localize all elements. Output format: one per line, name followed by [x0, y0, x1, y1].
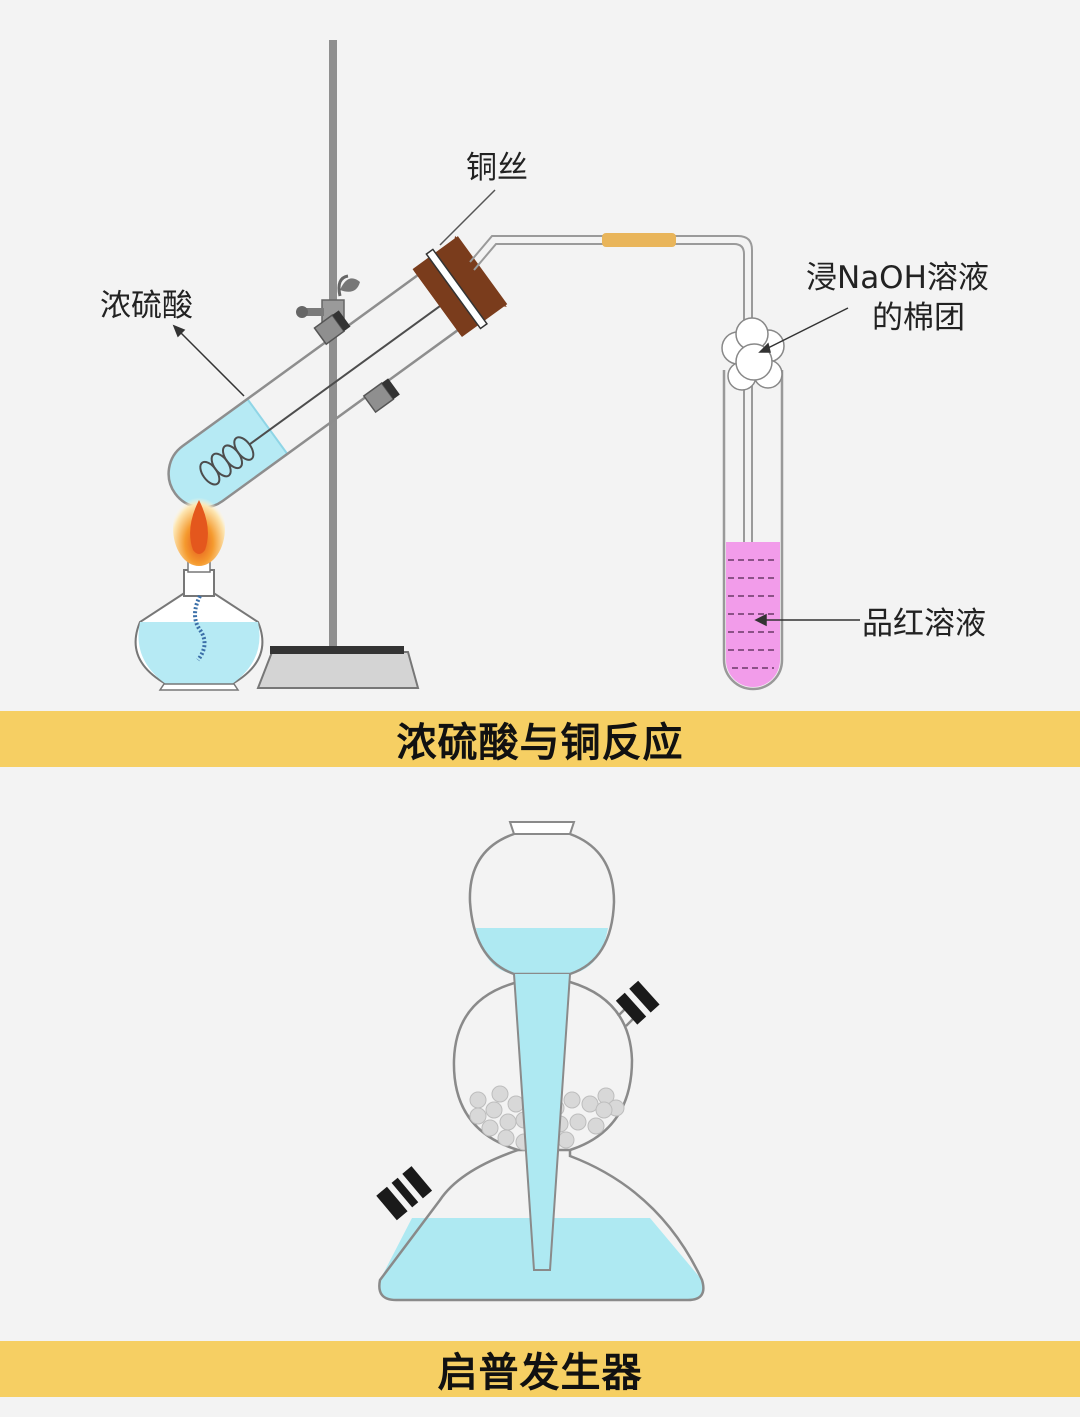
label-pointers: [172, 307, 860, 627]
copper-coil: [199, 293, 457, 486]
banner-copper-acid-title: 浓硫酸与铜反应: [0, 711, 1080, 767]
cotton-ball: [721, 317, 785, 391]
kipp-upper-stopper: [615, 980, 660, 1025]
copper-wire-pointer: [439, 189, 496, 246]
receiving-test-tube: [722, 370, 784, 691]
kipp-generator-diagram: [0, 770, 1080, 1340]
kipp-lower-stopper: [376, 1166, 433, 1221]
alcohol-lamp: [134, 559, 264, 691]
copper-acid-diagram: 铜丝 浓硫酸 浸NaOH溶液 的棉团 品红溶液: [100, 40, 989, 691]
flame-icon: [173, 490, 225, 566]
iron-stand: [256, 40, 420, 689]
delivery-tube: [469, 235, 753, 650]
kipp-funnel-bulb: [468, 821, 616, 976]
label-copper-wire: 铜丝: [466, 150, 528, 186]
label-magenta-solution: 品红溶液: [862, 606, 986, 642]
reaction-test-tube: [167, 235, 508, 509]
label-conc-sulfuric-acid: 浓硫酸: [100, 288, 193, 324]
label-naoh-cotton-line1: 浸NaOH溶液: [806, 260, 989, 296]
kipp-funnel-stem: [513, 973, 571, 1271]
banner-kipp-title: 启普发生器: [0, 1341, 1080, 1397]
rubber-connector: [602, 233, 676, 247]
label-naoh-cotton-line2: 的棉团: [872, 300, 965, 336]
kipp-apparatus: [376, 821, 705, 1302]
copper-acid-apparatus: [134, 40, 860, 691]
